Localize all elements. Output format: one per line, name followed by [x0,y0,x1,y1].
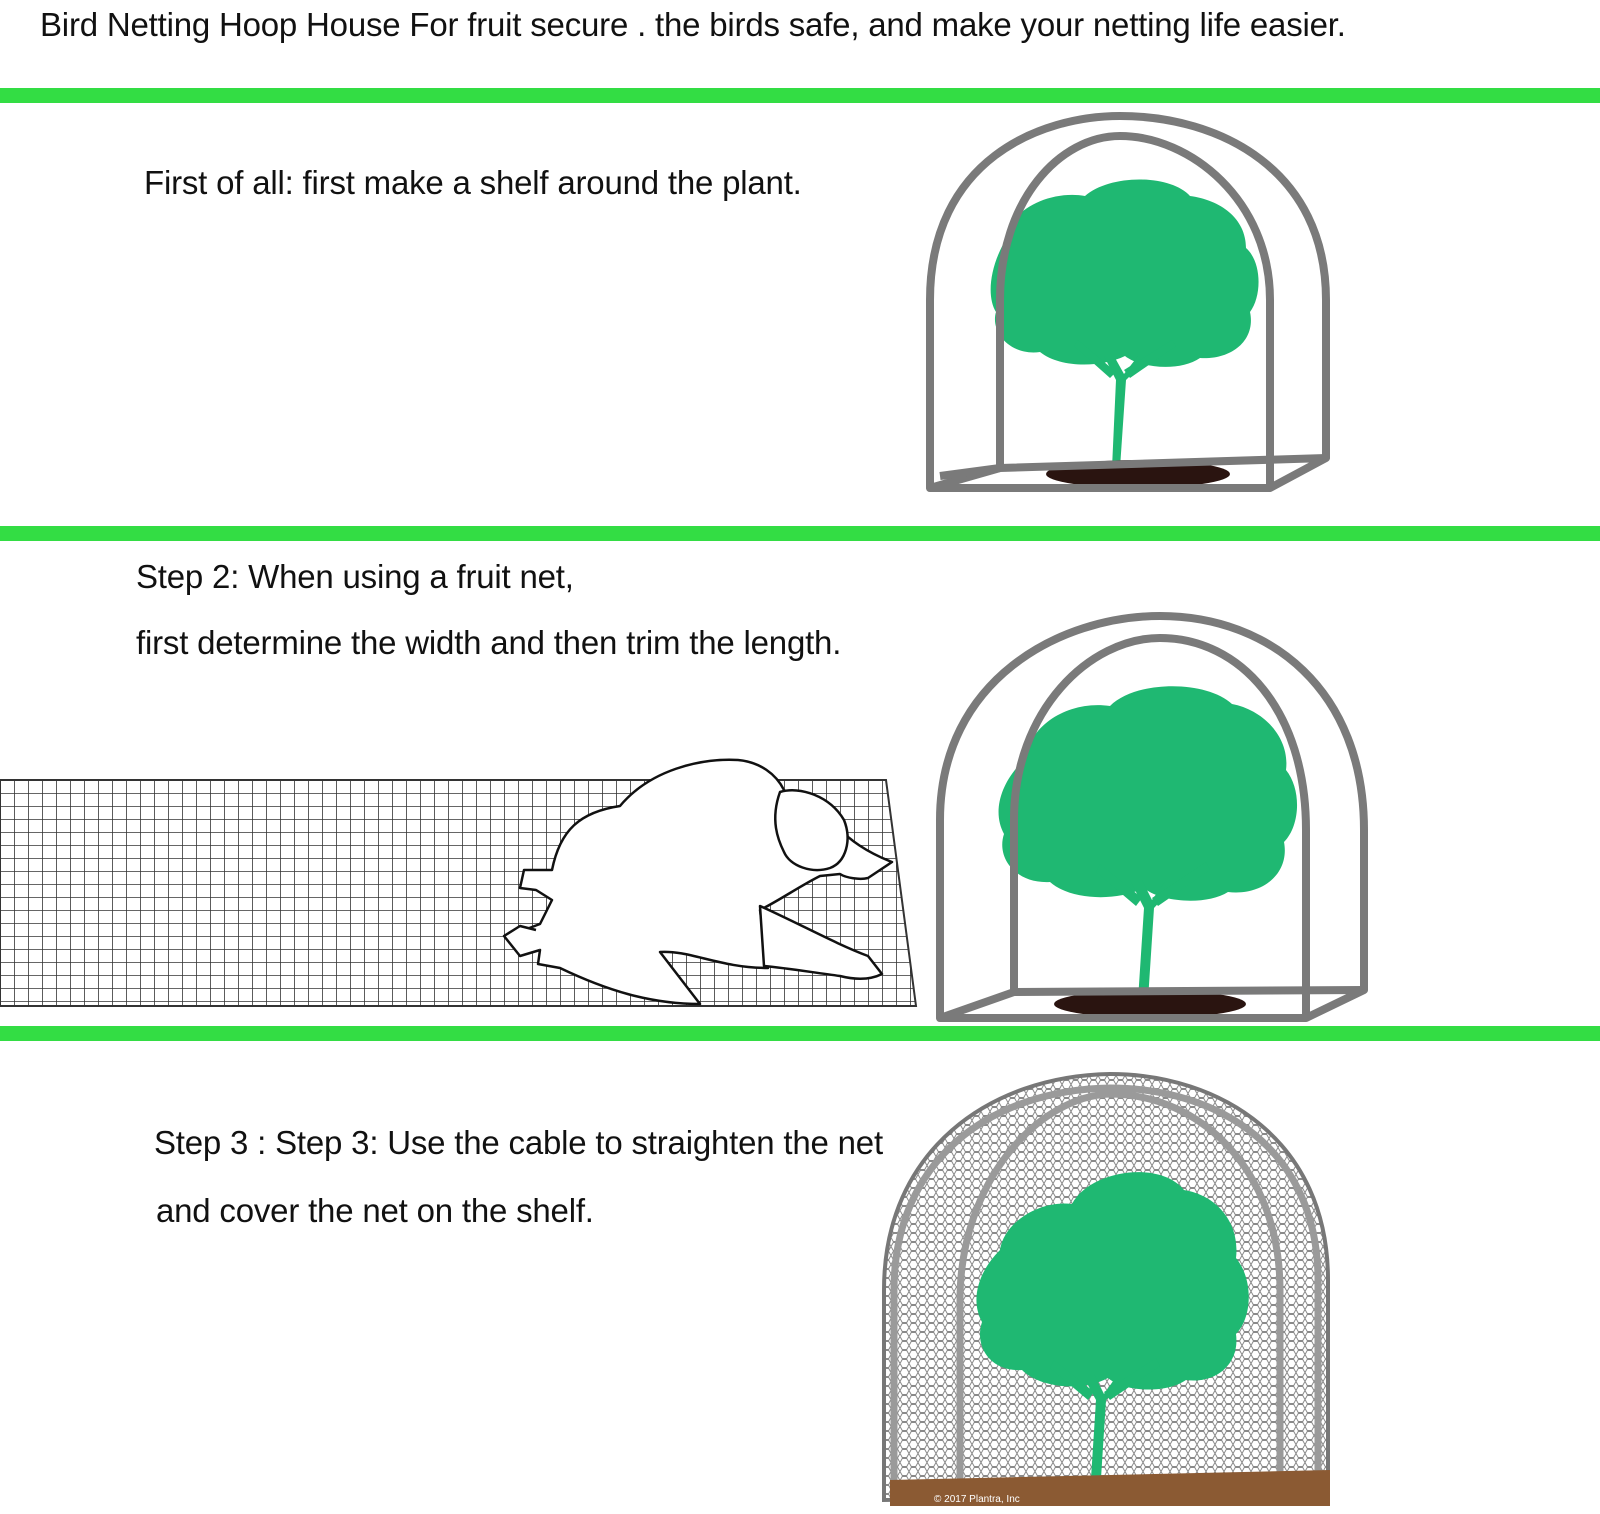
tree-icon [976,1172,1249,1494]
step2-text-line1: Step 2: When using a fruit net, [136,558,574,595]
hoop-frame [926,112,1330,492]
step3-text-line1: Step 3 : Step 3: Use the cable to straig… [154,1124,883,1161]
page-title: Bird Netting Hoop House For fruit secure… [40,6,1346,43]
tree-icon [998,686,1298,1000]
step2-text-line2: first determine the width and then trim … [136,624,842,661]
person-figure [502,758,894,1006]
hoop-frame [890,1084,1322,1496]
step3-text-line2: and cover the net on the shelf. [156,1192,594,1229]
divider-middle-1 [0,526,1600,541]
tree-icon [990,179,1259,468]
net-base [890,1470,1330,1506]
copyright-text: © 2017 Plantra, Inc [934,1494,1020,1505]
hoop-frame [936,612,1368,1022]
divider-top [0,88,1600,103]
soil-patch [1054,990,1246,1018]
divider-middle-2 [0,1026,1600,1041]
step1-text: First of all: first make a shelf around … [144,164,802,201]
